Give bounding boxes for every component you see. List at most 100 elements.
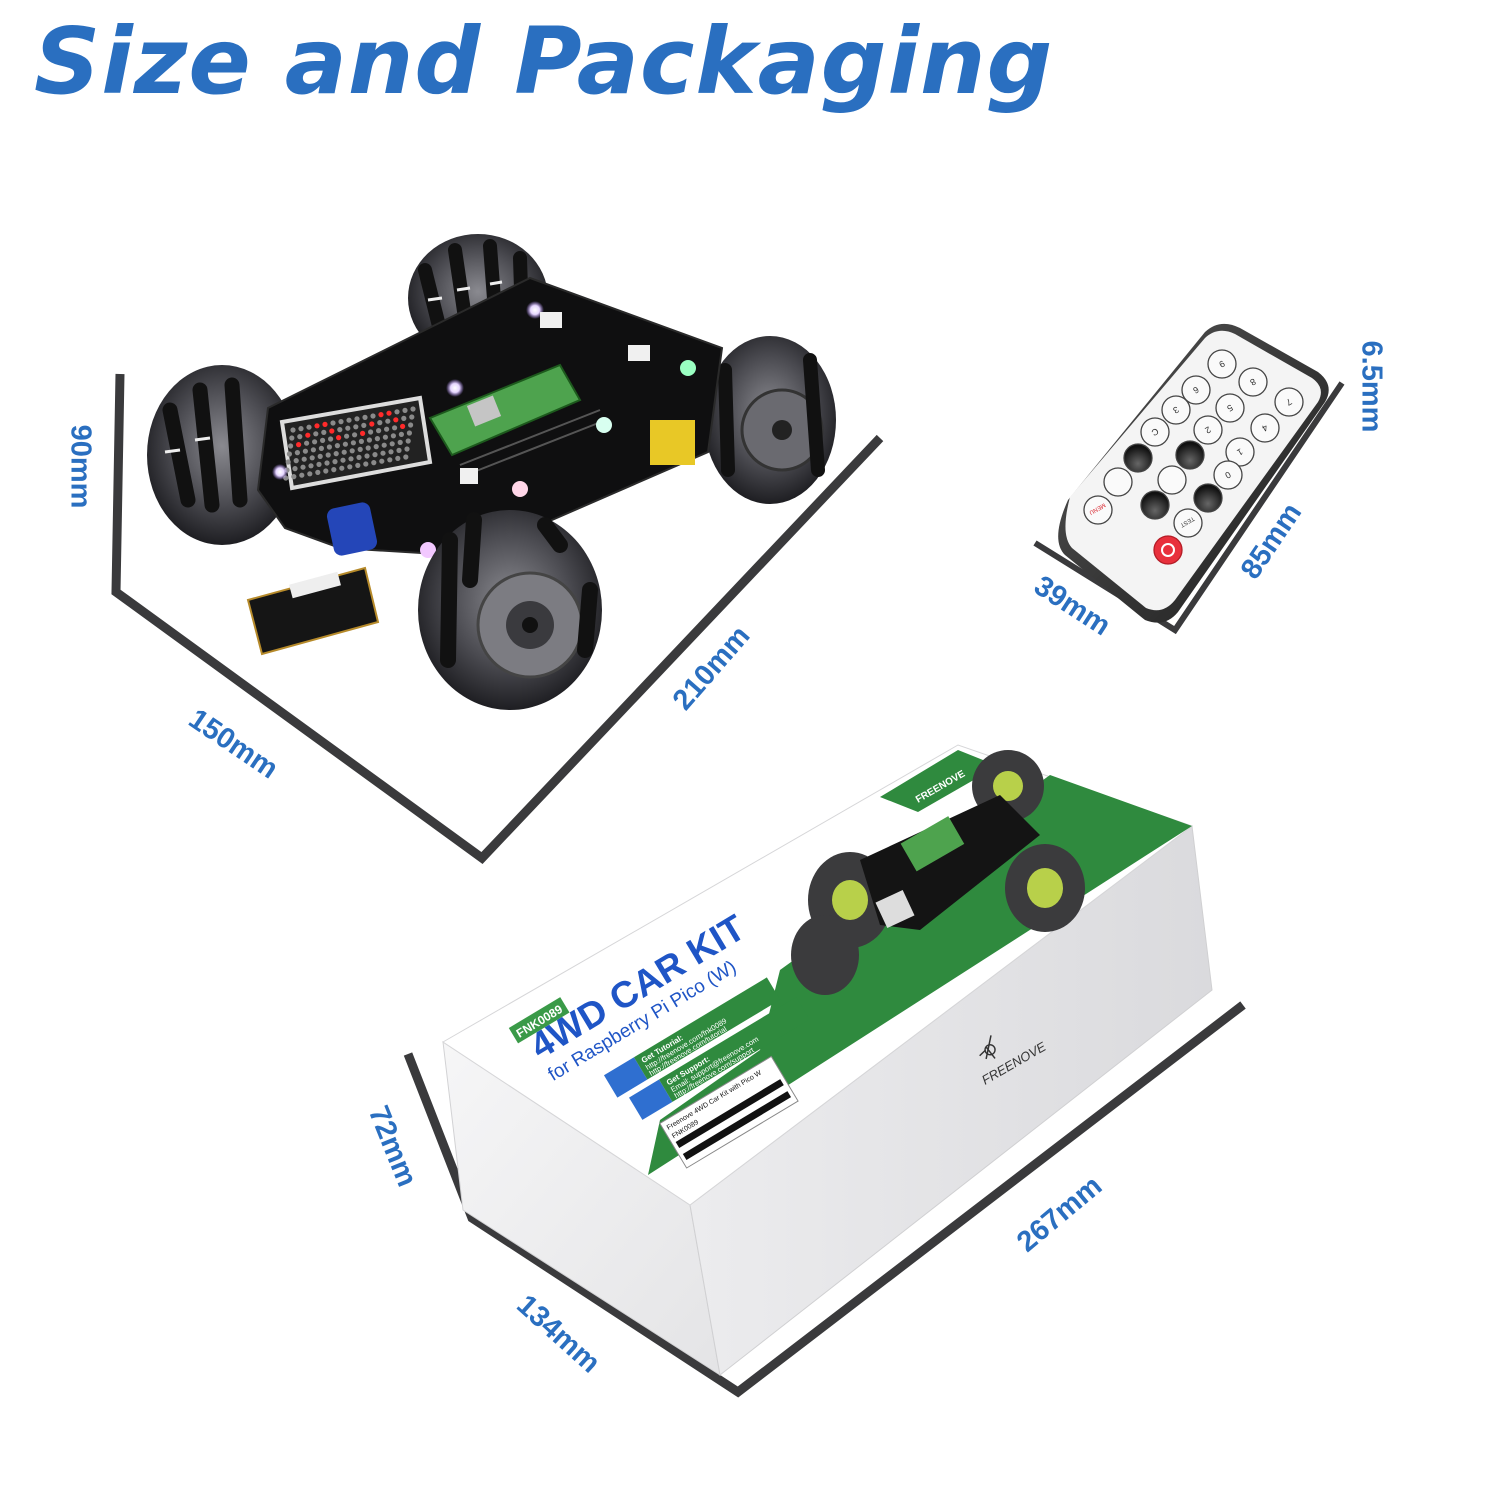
remote-key-label: 0 <box>1223 469 1232 480</box>
led-dot <box>317 453 323 459</box>
led-dot <box>334 443 340 449</box>
led-dot <box>392 425 398 431</box>
led-dot <box>325 452 331 458</box>
led-dot <box>353 424 359 430</box>
remote-key <box>1175 440 1205 470</box>
led-dot <box>302 448 308 454</box>
remote-key <box>1161 395 1191 425</box>
led-matrix-face <box>279 395 433 491</box>
remote-key-label: 5 <box>1225 402 1234 413</box>
led-dot <box>364 453 370 459</box>
led-dot <box>314 423 320 429</box>
led-dot <box>347 464 353 470</box>
led-dot <box>329 428 335 434</box>
led-dot <box>393 417 399 423</box>
remote-key <box>1140 417 1170 447</box>
remote-key <box>1193 483 1223 513</box>
led-dot <box>342 441 348 447</box>
led-dot <box>372 452 378 458</box>
remote-key <box>1238 367 1268 397</box>
remote-key <box>1193 415 1223 445</box>
led-dot <box>299 472 305 478</box>
remote-key-label: 4 <box>1260 422 1269 433</box>
remote-key <box>1173 508 1203 538</box>
led-dot <box>401 415 407 421</box>
remote-key-label: 6 <box>1191 384 1200 395</box>
remote-key <box>1157 465 1187 495</box>
led-dot <box>326 444 332 450</box>
led-dot <box>404 446 410 452</box>
led-dot <box>373 444 379 450</box>
led-dot <box>338 419 344 425</box>
remote-key-label: 7 <box>1284 396 1293 407</box>
led-dot <box>330 420 336 426</box>
led-dot <box>348 456 354 462</box>
led-dot <box>309 455 315 461</box>
led-dot <box>363 461 369 467</box>
led-dot <box>306 424 312 430</box>
remote-key-label: 2 <box>1203 424 1212 435</box>
led-dot <box>403 454 409 460</box>
led-dot <box>333 451 339 457</box>
led-dot <box>356 454 362 460</box>
led-dot <box>310 447 316 453</box>
led-dot <box>337 427 343 433</box>
led-dot <box>320 437 326 443</box>
remote-key-label: C <box>1149 426 1160 438</box>
led-dot <box>385 418 391 424</box>
led-dot <box>289 435 295 441</box>
remote-key <box>1207 349 1237 379</box>
led-dot <box>307 471 313 477</box>
led-dot <box>285 459 291 465</box>
led-dot <box>352 432 358 438</box>
led-dot <box>301 456 307 462</box>
led-dot <box>397 439 403 445</box>
car-dimension-lines <box>111 373 884 864</box>
led-dot <box>354 416 360 422</box>
led-dot <box>384 426 390 432</box>
led-dot <box>402 407 408 413</box>
power-icon <box>1161 543 1175 557</box>
led-dot <box>331 467 337 473</box>
remote-power-key <box>1153 535 1183 565</box>
robot-car-image <box>147 234 836 710</box>
led-dot <box>369 421 375 427</box>
remote-key-label: 9 <box>1217 358 1226 369</box>
led-dot <box>410 406 416 412</box>
mecanum-wheel-icon <box>418 510 602 710</box>
led-dot <box>328 436 334 442</box>
remote-key <box>1250 413 1280 443</box>
led-dot <box>315 469 321 475</box>
led-dot <box>323 468 329 474</box>
led-dot <box>360 430 366 436</box>
led-dot <box>377 420 383 426</box>
mecanum-wheel-icon <box>704 336 836 504</box>
led-dot <box>346 417 352 423</box>
led-dot <box>308 463 314 469</box>
led-dot <box>371 460 377 466</box>
car-height-label: 90mm <box>64 424 97 509</box>
led-dot <box>388 449 394 455</box>
led-dot <box>339 465 345 471</box>
product-box-image: FREENOVE FNK0089 4WD CAR KIT for Raspber… <box>442 744 1213 1377</box>
led-dot <box>350 440 356 446</box>
led-dot <box>379 458 385 464</box>
led-dot <box>318 445 324 451</box>
remote-key <box>1181 375 1211 405</box>
remote-key <box>1215 393 1245 423</box>
led-dot <box>297 434 303 440</box>
led-dot <box>288 443 294 449</box>
led-dot <box>305 432 311 438</box>
remote-key <box>1213 460 1243 490</box>
led-dot <box>358 438 364 444</box>
led-dot <box>341 449 347 455</box>
led-dot <box>316 461 322 467</box>
led-dot <box>321 429 327 435</box>
led-dot <box>296 442 302 448</box>
led-dot <box>322 421 328 427</box>
led-dot <box>406 430 412 436</box>
led-dot <box>324 460 330 466</box>
remote-key-label: 3 <box>1171 404 1180 415</box>
rgb-led-lights <box>272 301 696 558</box>
